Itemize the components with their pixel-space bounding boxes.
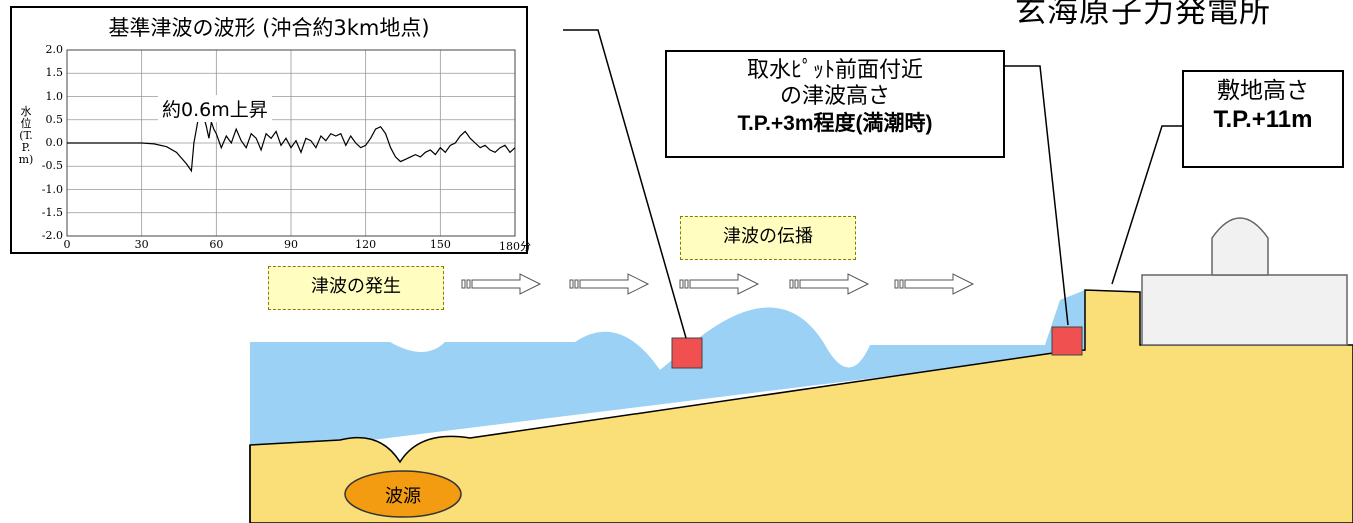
wave-source xyxy=(344,470,462,518)
y-tick-label: -0.5 xyxy=(41,159,63,173)
offshore-marker xyxy=(671,337,703,369)
intake-callout-line1: 取水ﾋﾟｯﾄ前面付近 xyxy=(746,58,923,83)
y-tick-label: 2.0 xyxy=(45,43,64,56)
intake-marker xyxy=(1051,326,1083,356)
intake-callout-line3: T.P.+3m程度(満潮時) xyxy=(737,111,933,135)
site-callout-line1: 敷地高さ xyxy=(1217,78,1309,104)
tsunami-propagation-tag: 津波の伝播 xyxy=(680,216,856,260)
intake-height-callout: 取水ﾋﾟｯﾄ前面付近 の津波高さ T.P.+3m程度(満潮時) xyxy=(665,50,1005,158)
x-tick-label: 120 xyxy=(355,238,377,251)
x-tick-label: 0 xyxy=(63,238,71,251)
leader-line-site xyxy=(1111,125,1182,285)
y-tick-label: 1.0 xyxy=(45,89,64,103)
propagation-arrows xyxy=(461,273,975,295)
y-tick-label: -2.0 xyxy=(41,229,63,242)
y-axis-label: 水位(T.P.m) xyxy=(18,105,34,166)
sea-water xyxy=(250,290,1085,455)
chart-title: 基準津波の波形 (沖合約3km地点) xyxy=(108,16,430,40)
site-title: 玄海原子力発電所 xyxy=(1015,0,1271,30)
leader-line-chart xyxy=(563,29,687,339)
wave-source-label: 波源 xyxy=(385,486,421,507)
x-tick-label: 180分 xyxy=(499,240,531,253)
y-tick-label: 0.0 xyxy=(45,136,64,149)
y-tick-label: -1.0 xyxy=(41,182,63,196)
y-tick-label: 0.5 xyxy=(45,112,64,126)
x-tick-label: 60 xyxy=(209,238,224,251)
chart-plot xyxy=(66,49,516,237)
intake-callout-line2: の津波高さ xyxy=(779,84,890,110)
waveform-chart: 基準津波の波形 (沖合約3km地点) 2.0 1.5 1.0 0.5 0.0 -0.5 -1… xyxy=(10,6,531,254)
site-callout-line2: T.P.+11m xyxy=(1213,105,1313,133)
reactor-dome xyxy=(1211,217,1269,275)
chart-annotation: 約0.6m上昇 xyxy=(158,95,272,122)
y-tick-label: -1.5 xyxy=(41,205,63,219)
tsunami-generation-tag: 津波の発生 xyxy=(268,266,444,310)
x-tick-label: 30 xyxy=(134,238,149,251)
plant-building xyxy=(1141,274,1348,346)
x-tick-label: 150 xyxy=(429,238,451,251)
leader-line-intake xyxy=(1005,65,1069,326)
x-tick-label: 90 xyxy=(284,238,298,251)
y-tick-label: 1.5 xyxy=(45,66,64,80)
ground xyxy=(249,289,1353,523)
site-height-callout: 敷地高さ T.P.+11m xyxy=(1182,70,1344,168)
